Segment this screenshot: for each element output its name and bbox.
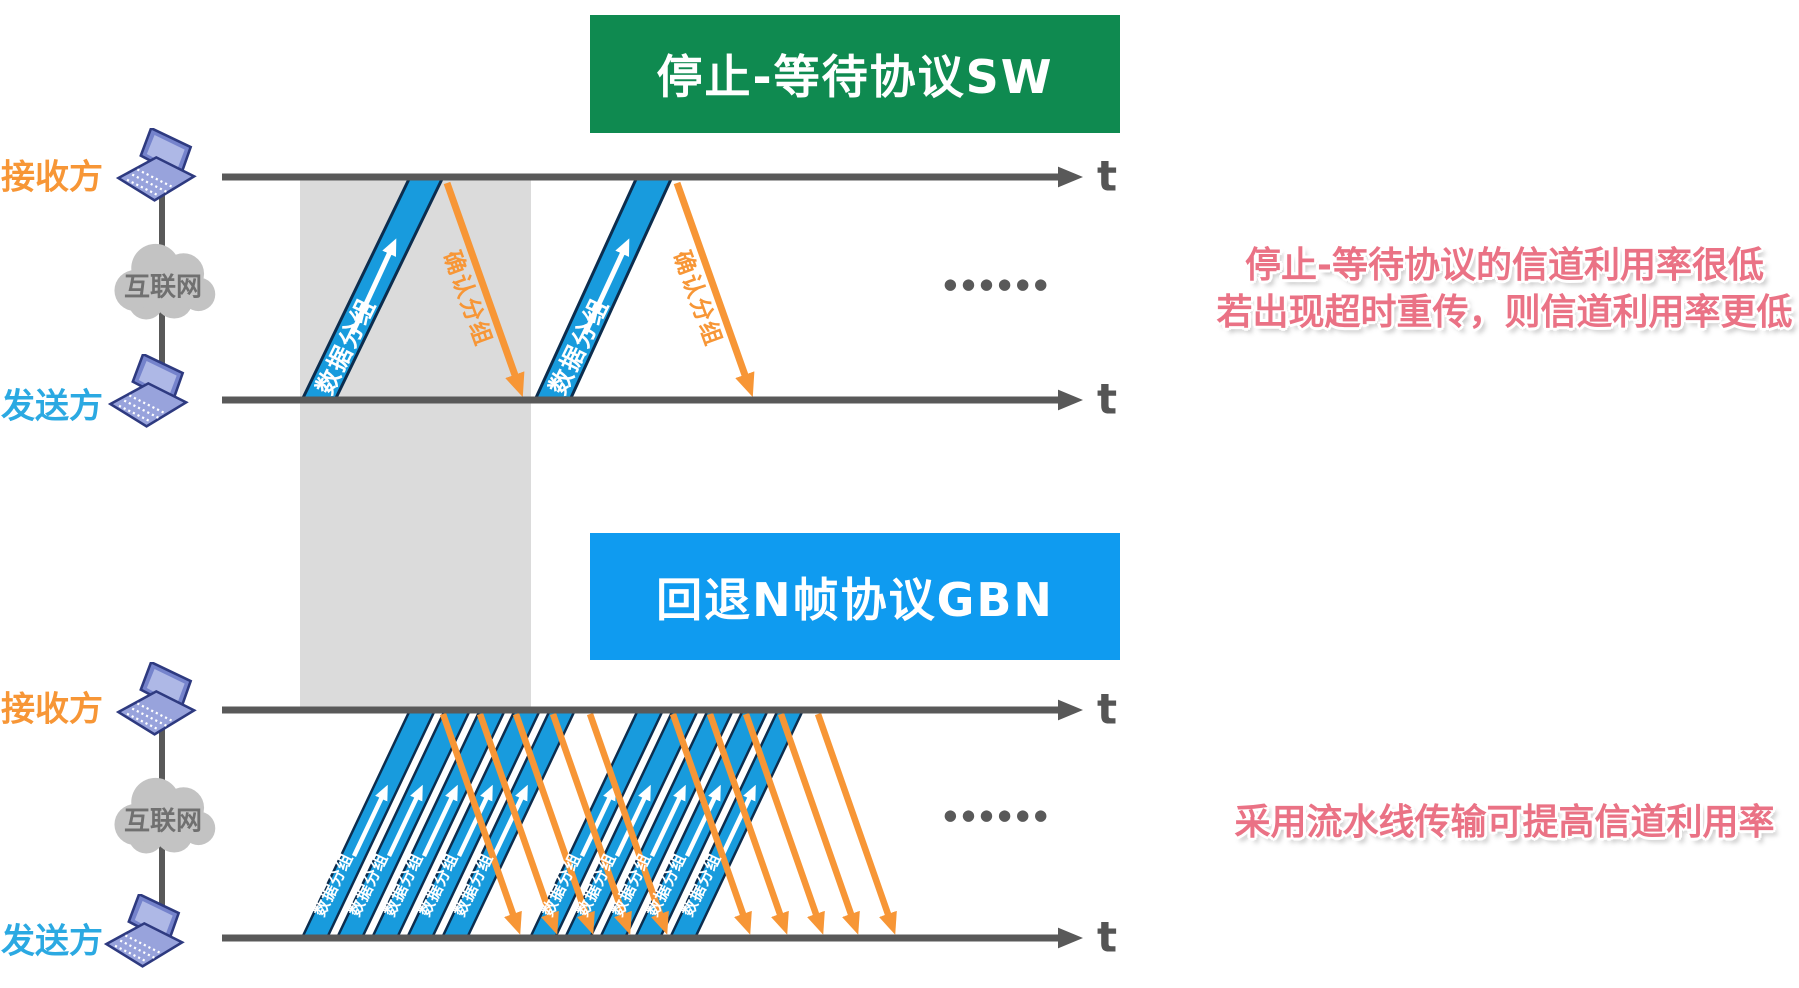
sw-note: 停止-等待协议的信道利用率很低 若出现超时重传，则信道利用率更低 bbox=[1210, 242, 1799, 336]
ack-arrow bbox=[512, 712, 595, 935]
ack-arrow bbox=[476, 712, 559, 935]
ellipsis-dots: ●●●●●● bbox=[943, 806, 1053, 824]
band-direction-arrow bbox=[582, 238, 630, 336]
gbn-sender-label: 发送方 bbox=[1, 921, 103, 962]
gbn-note-line: 采用流水线传输可提高信道利用率 bbox=[1234, 802, 1775, 843]
gbn-internet-label: 互联网 bbox=[123, 806, 203, 837]
ack-arrow bbox=[814, 712, 897, 935]
ack-arrow bbox=[669, 712, 752, 935]
time-axis-label: t bbox=[1096, 151, 1118, 201]
network-column-gbn bbox=[105, 662, 216, 968]
gbn-protocol-title: 回退N帧协议GBN bbox=[656, 572, 1054, 627]
ack-arrow bbox=[706, 712, 789, 935]
ack-arrow bbox=[673, 181, 755, 398]
band-direction-arrow bbox=[351, 784, 388, 857]
ack-arrow bbox=[549, 712, 632, 935]
band-direction-arrow bbox=[684, 784, 721, 857]
band-direction-arrow bbox=[386, 784, 423, 857]
sw-sender-label: 发送方 bbox=[1, 386, 103, 427]
band-direction-arrow bbox=[491, 784, 528, 857]
gbn-protocol-banner: 回退N帧协议GBN bbox=[590, 533, 1120, 660]
sw-note-line2: 若出现超时重传，则信道利用率更低 bbox=[1216, 292, 1793, 333]
gbn-receiver-label: 接收方 bbox=[1, 689, 103, 730]
receiver-laptop-icon bbox=[117, 128, 196, 202]
ellipsis-dots: ●●●●●● bbox=[943, 275, 1053, 293]
wait-interval-band bbox=[300, 177, 531, 710]
ack-arrow bbox=[777, 712, 860, 935]
ack-arrow bbox=[443, 181, 525, 398]
band-direction-arrow bbox=[456, 784, 493, 857]
band-direction-arrow bbox=[649, 784, 686, 857]
gbn-note: 采用流水线传输可提高信道利用率 bbox=[1210, 799, 1799, 846]
band-direction-arrow bbox=[421, 784, 458, 857]
sw-note-line1: 停止-等待协议的信道利用率很低 bbox=[1245, 245, 1764, 286]
sw-protocol-banner: 停止-等待协议SW bbox=[590, 15, 1120, 133]
sw-diagram bbox=[222, 166, 1083, 411]
sender-laptop-icon bbox=[105, 894, 184, 968]
sw-receiver-label: 接收方 bbox=[1, 157, 103, 198]
ack-arrow bbox=[439, 712, 522, 935]
sender-laptop-icon bbox=[109, 354, 188, 428]
receiver-laptop-icon bbox=[117, 662, 196, 736]
ack-arrow bbox=[586, 712, 669, 935]
gbn-ack-arrows bbox=[439, 712, 897, 935]
sw-internet-label: 互联网 bbox=[123, 272, 203, 303]
network-column-sw bbox=[109, 128, 216, 428]
time-axis-label: t bbox=[1096, 684, 1118, 734]
sw-protocol-title: 停止-等待协议SW bbox=[656, 50, 1054, 104]
gbn-diagram bbox=[222, 699, 1083, 949]
sw-ack-arrows bbox=[443, 181, 755, 398]
time-axis-label: t bbox=[1096, 374, 1118, 424]
time-axis-label: t bbox=[1096, 912, 1118, 962]
band-direction-arrow bbox=[349, 238, 397, 336]
band-direction-arrow bbox=[579, 784, 616, 857]
ack-arrow bbox=[742, 712, 825, 935]
